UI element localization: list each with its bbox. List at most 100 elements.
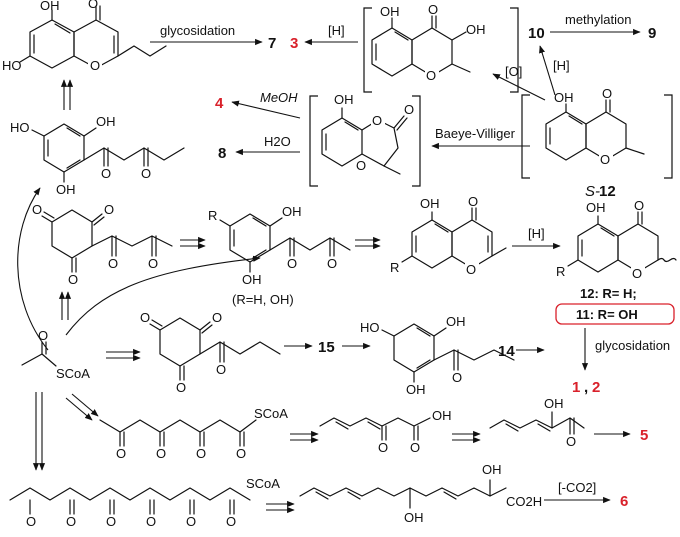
separator-comma: , bbox=[584, 379, 588, 396]
dienyl-keto-acid bbox=[319, 417, 431, 441]
oh-label: OH bbox=[466, 22, 486, 37]
r-options-note: (R=H, OH) bbox=[232, 292, 294, 307]
compound-number: 15 bbox=[318, 339, 335, 356]
oh-label: OH bbox=[544, 396, 564, 411]
compound-number: 9 bbox=[648, 25, 656, 42]
scoa-label: SCoA bbox=[254, 406, 288, 421]
reduction-arrow bbox=[539, 45, 556, 96]
scoa-label: SCoA bbox=[56, 366, 90, 381]
ho-label: HO bbox=[10, 120, 30, 135]
o-label: O bbox=[212, 310, 222, 325]
reaction-label-glycosidation: glycosidation bbox=[160, 23, 235, 38]
o-label: O bbox=[66, 514, 76, 529]
o-label: O bbox=[141, 166, 151, 181]
oh-label: OH bbox=[282, 204, 302, 219]
methylchromone-r bbox=[401, 207, 507, 269]
o-label: O bbox=[404, 102, 414, 117]
trihydroxyphenyl-diketone bbox=[31, 123, 185, 183]
o-label: O bbox=[32, 202, 42, 217]
reaction-arrow bbox=[65, 397, 93, 421]
compound-number-highlight: 3 bbox=[290, 35, 298, 52]
o-label: O bbox=[38, 328, 48, 343]
o-label: O bbox=[327, 256, 337, 271]
scoa-label: SCoA bbox=[246, 476, 280, 491]
bracketed-hydroxychromanone bbox=[363, 7, 519, 93]
o-label: O bbox=[287, 256, 297, 271]
reaction-label-baeyer-villiger: Baeye-Villiger bbox=[435, 126, 516, 141]
oh-label: OH bbox=[432, 408, 452, 423]
oh-label: OH bbox=[446, 314, 466, 329]
oh-label: OH bbox=[420, 196, 440, 211]
o-label: O bbox=[410, 440, 420, 455]
compound-number-highlight: 2 bbox=[592, 379, 600, 396]
oh-label: OH bbox=[586, 200, 606, 215]
oh-label: OH bbox=[554, 90, 574, 105]
compound-note-12: 12: R= H; bbox=[580, 286, 637, 301]
compound-prefix: S- bbox=[585, 183, 600, 200]
o-label: O bbox=[140, 310, 150, 325]
reaction-label-h: [H] bbox=[328, 23, 345, 38]
o-label: O bbox=[428, 2, 438, 17]
o-label: O bbox=[116, 446, 126, 461]
reaction-label-glycosidation: glycosidation bbox=[595, 338, 670, 353]
hydroxy-dienone bbox=[489, 411, 585, 435]
o-label: O bbox=[176, 380, 186, 395]
compound-number: 8 bbox=[218, 145, 226, 162]
o-label: O bbox=[226, 514, 236, 529]
o-label: O bbox=[466, 262, 476, 277]
reaction-label-h: [H] bbox=[553, 58, 570, 73]
polyketide-coa-long bbox=[9, 487, 251, 515]
cyclohexanetrione-diketone bbox=[41, 209, 173, 273]
reaction-label-methylation: methylation bbox=[565, 12, 631, 27]
cyclohexanetrione-butanoyl bbox=[149, 317, 281, 381]
oh-label: OH bbox=[56, 182, 76, 197]
compound-number-highlight: 4 bbox=[215, 95, 224, 112]
o-label: O bbox=[156, 446, 166, 461]
o-label: O bbox=[566, 434, 576, 449]
reaction-label-o: [O] bbox=[505, 64, 522, 79]
o-label: O bbox=[88, 0, 98, 11]
hydroxy-polyene-acid bbox=[299, 479, 507, 509]
acetyl-coa bbox=[21, 341, 57, 367]
r-label: R bbox=[208, 208, 217, 223]
o-label: O bbox=[632, 266, 642, 281]
ho-label: HO bbox=[360, 320, 380, 335]
oh-label: OH bbox=[406, 382, 426, 397]
oh-label: OH bbox=[482, 462, 502, 477]
compound-number: 7 bbox=[268, 35, 276, 52]
o-label: O bbox=[104, 202, 114, 217]
compound-number-highlight: 5 bbox=[640, 427, 648, 444]
reaction-label-meoh: MeOH bbox=[260, 90, 298, 105]
o-label: O bbox=[602, 86, 612, 101]
reaction-label-h: [H] bbox=[528, 226, 545, 241]
o-label: O bbox=[468, 194, 478, 209]
o-label: O bbox=[101, 166, 111, 181]
o-label: O bbox=[378, 440, 388, 455]
o-label: O bbox=[108, 256, 118, 271]
o-label: O bbox=[634, 198, 644, 213]
reaction-arrow bbox=[71, 393, 99, 417]
o-label: O bbox=[356, 158, 366, 173]
o-label: O bbox=[148, 256, 158, 271]
chromone-propyl-structure bbox=[19, 5, 167, 69]
oh-label: OH bbox=[242, 272, 262, 287]
o-label: O bbox=[216, 362, 226, 377]
o-label: O bbox=[452, 370, 462, 385]
compound-number-highlight: 1 bbox=[572, 379, 580, 396]
o-label: O bbox=[146, 514, 156, 529]
r-label: R bbox=[390, 260, 399, 275]
compound-number: 14 bbox=[498, 343, 515, 360]
curved-reaction-arrow bbox=[65, 255, 261, 336]
co2h-label: CO2H bbox=[506, 494, 542, 509]
o-label: O bbox=[106, 514, 116, 529]
highlight-box bbox=[555, 303, 675, 325]
reaction-label-decarboxylation: [-CO2] bbox=[558, 480, 596, 495]
oh-label: OH bbox=[404, 510, 424, 525]
o-label: O bbox=[600, 152, 610, 167]
reaction-label-h2o: H2O bbox=[264, 134, 291, 149]
compound-number-highlight: 6 bbox=[620, 493, 628, 510]
ho-label: HO bbox=[2, 58, 22, 73]
oh-label: OH bbox=[380, 4, 400, 19]
dihydroxycyclohexadiene-butanoyl bbox=[381, 323, 515, 383]
